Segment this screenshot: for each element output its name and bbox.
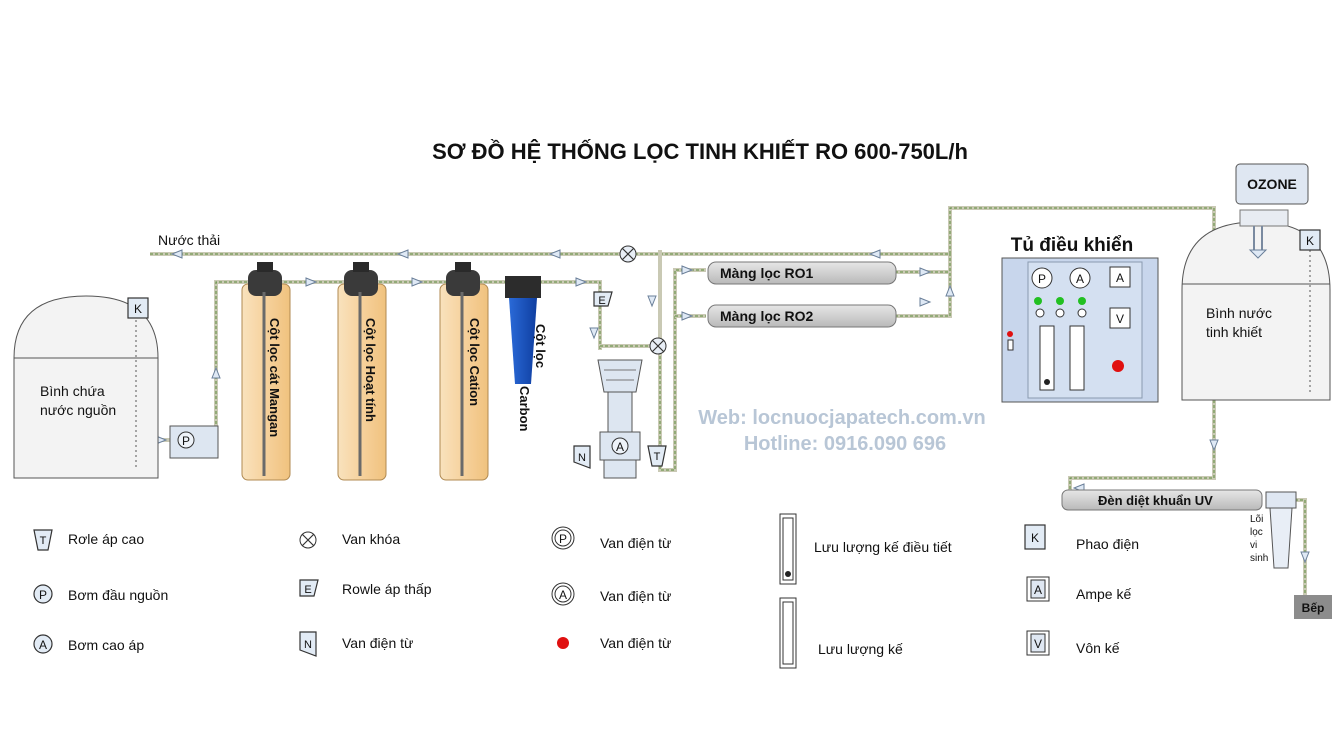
- control-cabinet: P A A V: [1001, 257, 1159, 403]
- svg-text:vi: vi: [1250, 540, 1257, 551]
- svg-text:Van khóa: Van khóa: [342, 531, 400, 547]
- svg-text:lọc: lọc: [1250, 527, 1263, 538]
- svg-text:Phao điện: Phao điện: [1076, 536, 1139, 552]
- flow-arrows: [155, 249, 1310, 564]
- micro-filter: Lõi lọc vi sinh: [1250, 491, 1297, 569]
- svg-text:Bơm đầu nguồn: Bơm đầu nguồn: [68, 587, 168, 603]
- svg-text:Bơm cao áp: Bơm cao áp: [68, 637, 144, 653]
- diagram-title: SƠ ĐỒ HỆ THỐNG LỌC TINH KHIẾT RO 600-750…: [432, 138, 968, 164]
- svg-text:P: P: [39, 588, 47, 602]
- legend-item-dot: Van điện từ: [557, 635, 671, 651]
- svg-text:A: A: [616, 440, 624, 454]
- column-activated: Cột lọc Hoạt tính: [337, 262, 387, 481]
- svg-text:T: T: [654, 451, 661, 463]
- svg-text:Van điện từ: Van điện từ: [600, 588, 671, 604]
- svg-text:Bếp: Bếp: [1302, 601, 1325, 615]
- float-switch-pure: K: [1299, 229, 1321, 251]
- svg-text:P: P: [1038, 272, 1046, 286]
- svg-text:A: A: [1076, 272, 1084, 286]
- svg-text:V: V: [1034, 637, 1042, 651]
- waste-label: Nước thải: [158, 232, 220, 248]
- shutoff-valve-top: [619, 245, 637, 263]
- solenoid-n: N: [573, 445, 591, 469]
- carbon-filter: Cột lọc Carbon: [505, 276, 548, 432]
- svg-text:Van điện từ: Van điện từ: [342, 635, 413, 651]
- svg-text:Rowle áp thấp: Rowle áp thấp: [342, 581, 432, 597]
- svg-text:K: K: [1306, 234, 1314, 248]
- ro-membrane-2: Màng lọc RO2: [707, 304, 897, 328]
- cabinet-title: Tủ điều khiển: [1011, 235, 1133, 256]
- legend-item-ammeter: A Ampe kế: [1026, 576, 1131, 602]
- high-pressure-relay: T: [647, 445, 667, 467]
- ozone-label: OZONE: [1247, 176, 1297, 192]
- legend-item-flowmeter-adjust: Lưu lượng kế điều tiết: [779, 513, 952, 585]
- svg-text:Van điện từ: Van điện từ: [600, 535, 671, 551]
- svg-text:A: A: [1034, 583, 1042, 597]
- svg-text:P: P: [182, 434, 190, 448]
- pure-water-tank: Bình nước tinh khiết: [1181, 221, 1331, 401]
- high-pressure-pump: A: [597, 359, 643, 479]
- svg-text:N: N: [578, 452, 586, 464]
- svg-text:Lõi: Lõi: [1250, 514, 1263, 525]
- svg-text:sinh: sinh: [1250, 553, 1268, 564]
- ro2-label: Màng lọc RO2: [720, 308, 814, 324]
- svg-text:P: P: [559, 532, 567, 546]
- svg-text:K: K: [134, 302, 142, 316]
- legend-item-a: A Bơm cao áp: [33, 634, 144, 654]
- low-pressure-switch: E: [593, 291, 613, 307]
- column-mangan: Cột lọc cát Mangan: [241, 262, 291, 481]
- svg-text:A: A: [559, 588, 567, 602]
- svg-text:V: V: [1116, 312, 1124, 326]
- legend-item-voltmeter: V Vôn kế: [1026, 630, 1120, 656]
- ozone-generator: OZONE: [1235, 163, 1309, 259]
- svg-text:T: T: [40, 535, 47, 547]
- legend-item-k: K Phao điện: [1024, 524, 1139, 552]
- svg-text:Lưu lượng kế: Lưu lượng kế: [818, 641, 903, 657]
- legend-item-flowmeter: Lưu lượng kế: [779, 597, 903, 669]
- legend-item-a2: A Van điện từ: [551, 582, 671, 606]
- uv-label: Đèn diệt khuẩn UV: [1098, 493, 1213, 508]
- shutoff-valve-mid: [649, 337, 667, 355]
- legend-item-t: T Rơle áp cao: [33, 529, 144, 551]
- pure-tank-label-1: Bình nước: [1206, 305, 1272, 321]
- kitchen-outlet: Bếp: [1294, 595, 1332, 619]
- uv-lamp: Đèn diệt khuẩn UV: [1061, 489, 1263, 511]
- column-mangan-label: Cột lọc cát Mangan: [267, 318, 282, 437]
- svg-text:A: A: [1116, 271, 1124, 285]
- svg-text:Vôn kế: Vôn kế: [1076, 640, 1120, 656]
- source-pump: P: [169, 425, 219, 459]
- legend-item-p: P Bơm đầu nguồn: [33, 584, 168, 604]
- legend-item-p2: P Van điện từ: [551, 526, 671, 551]
- source-tank-label-2: nước nguồn: [40, 402, 116, 418]
- svg-text:Lưu lượng kế điều tiết: Lưu lượng kế điều tiết: [814, 539, 952, 555]
- ro1-label: Màng lọc RO1: [720, 265, 814, 281]
- svg-text:A: A: [39, 638, 47, 652]
- legend-item-n: N Van điện từ: [299, 631, 413, 657]
- web-text: Web: locnuocjapatech.com.vn: [698, 407, 985, 429]
- legend: T Rơle áp cao P Bơm đầu nguồn A Bơm cao …: [33, 513, 1139, 669]
- carbon-label-2: Carbon: [517, 386, 532, 432]
- column-activated-label: Cột lọc Hoạt tính: [363, 318, 378, 422]
- svg-text:N: N: [304, 639, 312, 651]
- hotline-text: Hotline: 0916.090 696: [744, 433, 946, 455]
- pure-tank-label-2: tinh khiết: [1206, 324, 1262, 340]
- carbon-label-1: Cột lọc: [533, 324, 548, 368]
- svg-text:E: E: [598, 295, 605, 307]
- source-tank-label-1: Bình chứa: [40, 383, 105, 399]
- svg-text:Van điện từ: Van điện từ: [600, 635, 671, 651]
- column-cation: Cột lọc Cation: [439, 262, 489, 481]
- float-switch-source: K: [127, 297, 149, 319]
- ro-membrane-1: Màng lọc RO1: [707, 261, 897, 285]
- svg-text:Rơle áp cao: Rơle áp cao: [68, 531, 144, 547]
- svg-text:Ampe kế: Ampe kế: [1076, 586, 1131, 602]
- column-cation-label: Cột lọc Cation: [467, 318, 482, 406]
- svg-text:K: K: [1031, 531, 1039, 545]
- source-tank: Bình chứa nước nguồn: [13, 295, 159, 479]
- legend-item-e: E Rowle áp thấp: [299, 579, 432, 597]
- legend-item-x: Van khóa: [299, 531, 400, 549]
- svg-text:E: E: [304, 584, 311, 596]
